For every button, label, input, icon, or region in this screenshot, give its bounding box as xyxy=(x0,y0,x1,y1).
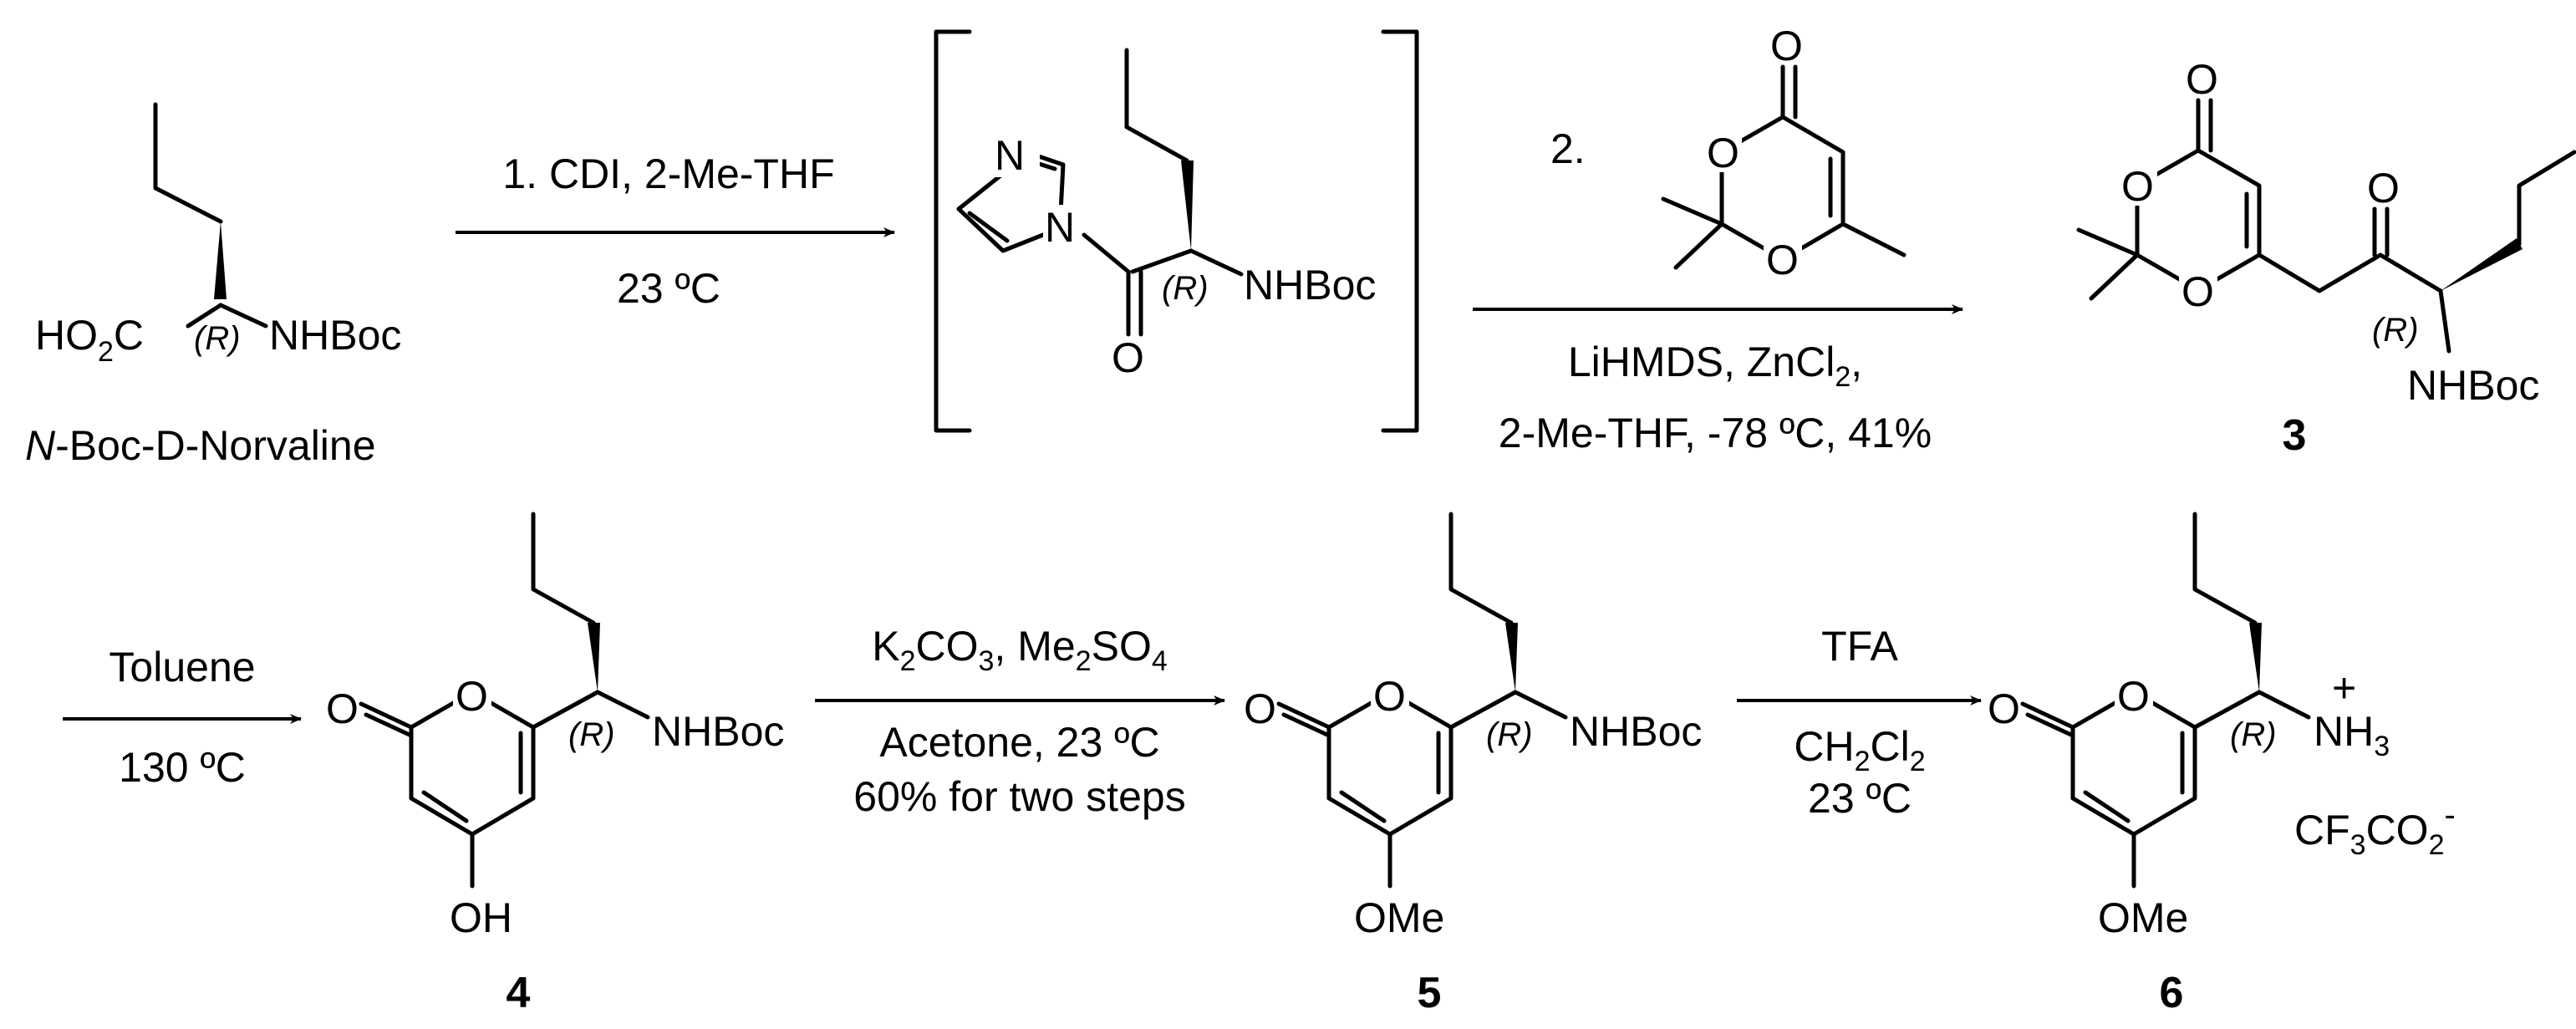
compound-6: O O OMe (R) NH3 + CF3CO2- 6 xyxy=(1988,512,2456,1017)
condition-yield: 60% for two steps xyxy=(853,773,1185,820)
atom-o: O xyxy=(1244,685,1276,732)
arrow-step-4: K2CO3, Me2SO4 Acetone, 23 ºC 60% for two… xyxy=(815,623,1225,820)
atom-n: N xyxy=(1045,204,1075,251)
stereo-wedge xyxy=(214,222,227,299)
atom-nh: NH xyxy=(2314,708,2374,755)
compound-3: O O O O (R) NHBoc 3 xyxy=(2076,56,2576,460)
stereo-label-r: (R) xyxy=(1162,270,1209,307)
condition-temperature: 130 ºC xyxy=(119,744,246,791)
stereo-label-r: (R) xyxy=(2230,716,2277,753)
arrow-step-5: TFA CH2Cl2 23 ºC xyxy=(1737,623,1982,822)
atom-c: C xyxy=(114,312,144,359)
stereo-label-r: (R) xyxy=(1486,716,1533,753)
condition-solvent-temp-yield: 2-Me-THF, -78 ºC, 41% xyxy=(1499,410,1932,456)
name-prefix-n: N xyxy=(25,422,56,469)
compound-4: O O OH (R) NHBoc 4 xyxy=(326,512,784,1017)
condition-tfa: TFA xyxy=(1821,623,1898,670)
atom-o: O xyxy=(2186,56,2218,103)
arrow-step-1: 1. CDI, 2-Me-THF 23 ºC xyxy=(456,150,895,312)
compound-number-4: 4 xyxy=(507,969,531,1017)
atom-ome: OMe xyxy=(1354,894,1444,941)
n-boc-d-norvaline: HO2C (R) NHBoc N-Boc-D-Norvaline xyxy=(25,102,401,469)
dioxinone-reagent: O O O xyxy=(1661,23,1907,283)
stereo-label-r: (R) xyxy=(194,320,241,357)
atom-o: O xyxy=(2117,673,2150,720)
atom-ome: OMe xyxy=(2098,894,2188,941)
stereo-wedge xyxy=(2249,623,2262,692)
condition-reagents: K2CO3, Me2SO4 xyxy=(872,623,1168,677)
atom-o: O xyxy=(1373,673,1406,720)
svg-text:HO2C: HO2C xyxy=(35,312,144,368)
atom-nhboc: NHBoc xyxy=(269,312,401,359)
atom-nhboc: NHBoc xyxy=(652,708,784,755)
acyl-imidazole-intermediate: N N O (R) NHBoc xyxy=(934,29,1419,433)
compound-number-6: 6 xyxy=(2160,969,2184,1017)
bracket-right xyxy=(1381,29,1419,433)
stereo-wedge xyxy=(1181,160,1194,251)
bracket-left xyxy=(934,29,972,433)
atom-o: O xyxy=(326,685,359,732)
stereo-label-r: (R) xyxy=(2372,312,2419,349)
condition-solvent-temp: Acetone, 23 ºC xyxy=(879,719,1159,766)
atom-o: O xyxy=(2181,268,2214,315)
step-label-2: 2. xyxy=(1550,125,1586,172)
atom-subscript-2: 2 xyxy=(98,336,114,368)
atom-o: O xyxy=(1766,237,1799,283)
compound-name-norvaline: -Boc-D-Norvaline xyxy=(55,422,375,469)
stereo-wedge xyxy=(588,623,600,692)
counterion-trifluoroacetate: CF3CO2- xyxy=(2294,797,2456,861)
atom-oh: OH xyxy=(450,894,512,941)
compound-5: O O OMe (R) NHBoc 5 xyxy=(1244,512,1702,1017)
svg-text:N-Boc-D-Norvaline: N-Boc-D-Norvaline xyxy=(25,422,376,469)
condition-cdi: 1. CDI, 2-Me-THF xyxy=(502,150,834,197)
condition-temperature: 23 ºC xyxy=(1808,775,1912,822)
arrow-step-2: 2. O O O LiHMDS, ZnCl2, 2-Me-THF, -78 ºC… xyxy=(1473,23,1963,456)
svg-text:NH3: NH3 xyxy=(2314,708,2390,762)
condition-solvent: CH2Cl2 xyxy=(1794,723,1925,777)
atom-o: O xyxy=(2121,163,2154,210)
atom-o: O xyxy=(1770,23,1803,69)
svg-text:LiHMDS, ZnCl2,: LiHMDS, ZnCl2, xyxy=(1568,339,1862,393)
atom-o: O xyxy=(1112,334,1144,381)
stereo-label-r: (R) xyxy=(568,716,615,753)
atom-ho: HO xyxy=(35,312,98,359)
arrow-step-3: Toluene 130 ºC xyxy=(63,644,302,791)
compound-number-3: 3 xyxy=(2283,411,2307,460)
atom-nhboc: NHBoc xyxy=(1570,708,1702,755)
charge-plus: + xyxy=(2332,665,2356,711)
atom-o: O xyxy=(1707,130,1739,176)
condition-solvent: Toluene xyxy=(109,644,255,690)
atom-o: O xyxy=(456,673,488,720)
atom-nhboc: NHBoc xyxy=(2407,362,2539,409)
atom-n: N xyxy=(995,132,1025,179)
stereo-wedge xyxy=(1505,623,1518,692)
stereo-wedge xyxy=(2441,238,2523,291)
atom-o: O xyxy=(1988,685,2020,732)
condition-lihmds: LiHMDS, ZnCl xyxy=(1568,339,1835,385)
atom-nhboc: NHBoc xyxy=(1244,262,1376,308)
condition-temperature: 23 ºC xyxy=(617,265,720,312)
compound-number-5: 5 xyxy=(1418,969,1442,1017)
atom-o: O xyxy=(2367,165,2400,211)
